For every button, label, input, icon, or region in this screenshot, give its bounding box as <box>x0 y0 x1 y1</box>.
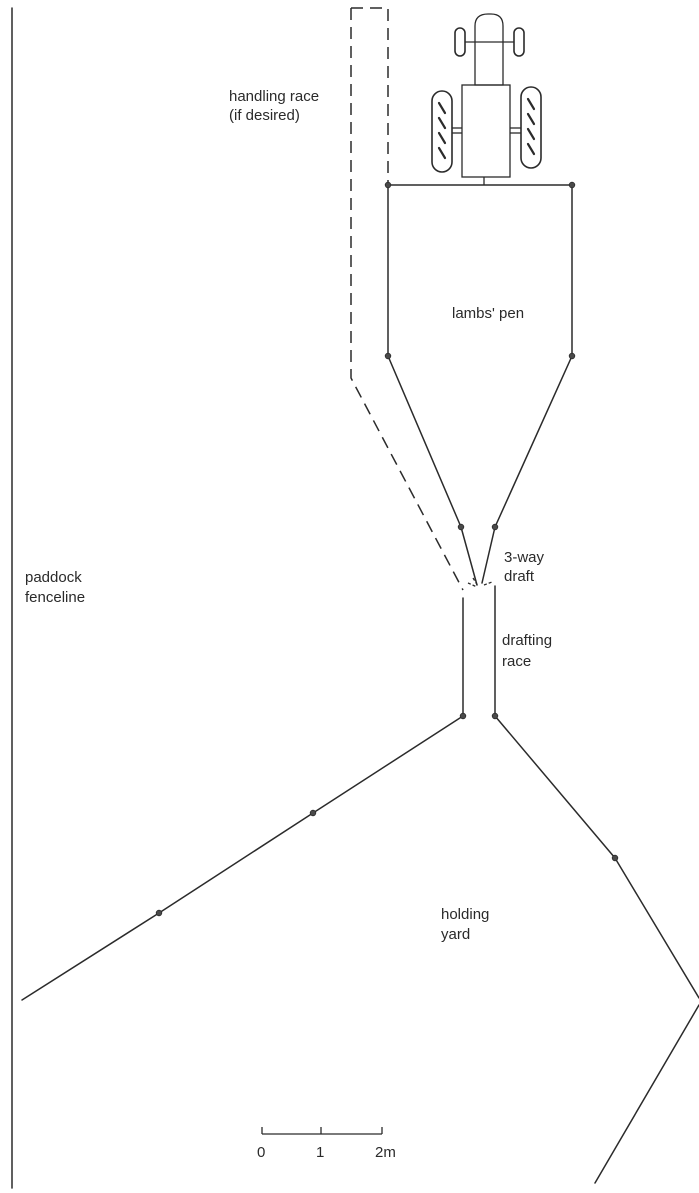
three-way-draft-gates <box>460 526 496 588</box>
drafting-race <box>462 585 496 717</box>
lambs-pen <box>387 184 573 528</box>
scale-tick-0: 0 <box>257 1144 265 1161</box>
lambs-pen-label: lambs' pen <box>452 305 524 322</box>
holding-yard-fence <box>21 715 699 1184</box>
scale-tick-1: 1 <box>316 1144 324 1161</box>
scale-tick-2: 2m <box>375 1144 396 1161</box>
holding-yard-label-line2: yard <box>441 926 470 943</box>
fence-posts <box>155 181 619 917</box>
handling-race-label-line1: handling race <box>229 88 319 105</box>
three-way-draft-label-line1: 3-way <box>504 549 545 566</box>
drafting-race-label-line2: race <box>502 653 531 670</box>
paddock-fenceline-label-line2: fenceline <box>25 589 85 606</box>
tractor-icon <box>431 13 542 185</box>
scale-bar: 0 1 2m <box>257 1127 396 1161</box>
three-way-draft-label-line2: draft <box>504 568 535 585</box>
handling-race-dashed <box>350 7 464 591</box>
drafting-race-label-line1: drafting <box>502 632 552 649</box>
paddock-fenceline-label-line1: paddock <box>25 569 82 586</box>
handling-race-label-line2: (if desired) <box>229 107 300 124</box>
holding-yard-label-line1: holding <box>441 906 489 923</box>
